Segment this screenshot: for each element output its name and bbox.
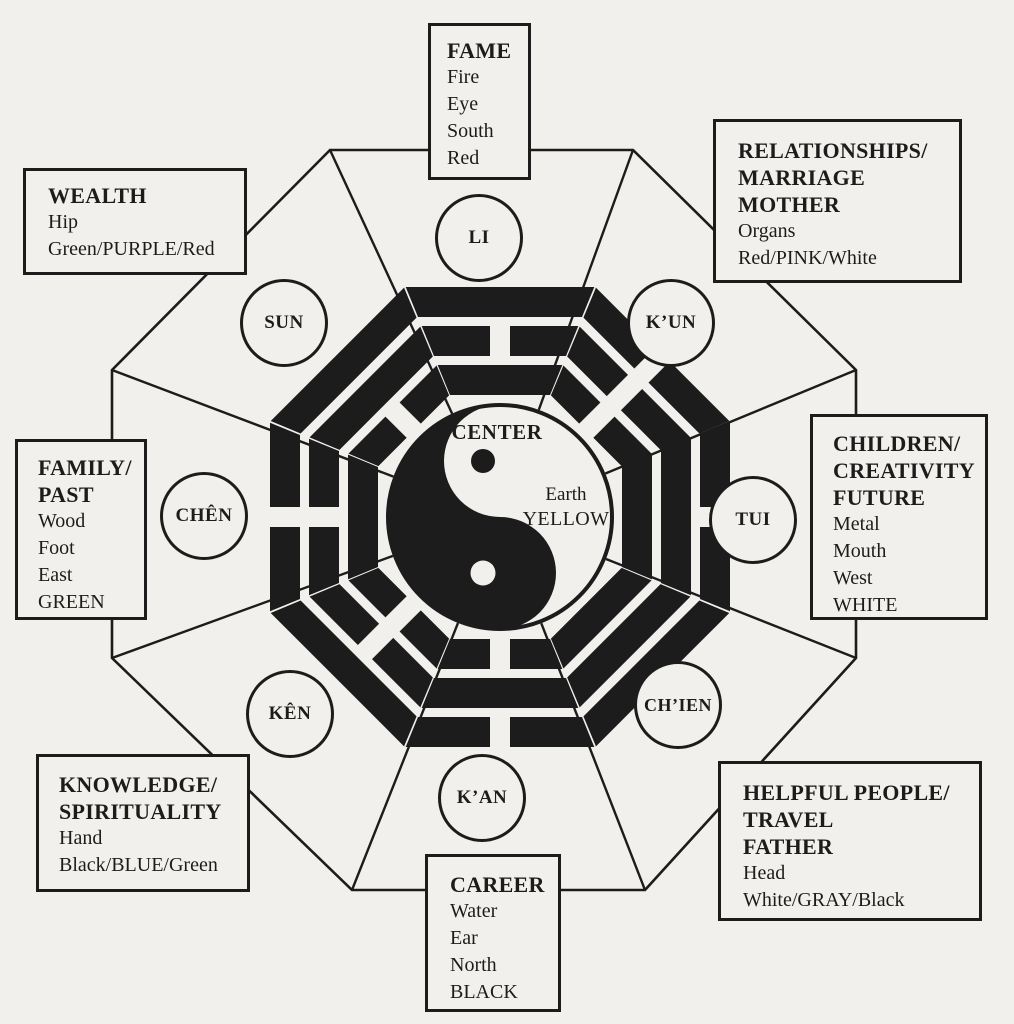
- trigram-name: LI: [468, 227, 490, 248]
- box-detail-line: BLACK: [450, 981, 518, 1003]
- sector-divider-line: [111, 554, 394, 660]
- box-family: FAMILY/ PAST Wood Foot East GREEN: [15, 439, 147, 620]
- trigram-circle-chen: CHÊN: [160, 472, 248, 560]
- box-detail-line: West: [833, 567, 873, 589]
- box-detail-line: Hip: [48, 211, 78, 233]
- yin-half: [388, 405, 556, 629]
- box-detail-line: Water: [450, 900, 498, 922]
- trigram-chên: [270, 422, 378, 612]
- yang-eye-dot: [471, 449, 495, 473]
- center-label: CENTER: [451, 420, 543, 444]
- trigram-circle-kun: K’UN: [627, 279, 715, 367]
- sector-divider-line: [604, 368, 857, 475]
- sector-divider-line: [328, 149, 454, 415]
- box-children: CHILDREN/ CREATIVITY FUTURE Metal Mouth …: [810, 414, 988, 620]
- box-title-line: MOTHER: [738, 192, 841, 217]
- trigram-name: CH’IEN: [643, 694, 712, 715]
- trigram-name: K’AN: [456, 787, 508, 808]
- trigram-chien: [550, 567, 730, 747]
- box-detail-line: Foot: [38, 537, 75, 559]
- box-helpful-people: HELPFUL PEOPLE/ TRAVEL FATHER Head White…: [718, 761, 982, 921]
- box-detail-line: Eye: [447, 93, 479, 115]
- box-career: CAREER Water Ear North BLACK: [425, 854, 561, 1012]
- box-detail-line: White/GRAY/Black: [743, 889, 905, 911]
- center-element-block: Earth YELLOW: [523, 483, 610, 531]
- trigram-name: K’UN: [645, 312, 697, 333]
- trigram-name: CHÊN: [175, 505, 233, 526]
- box-detail-line: Red/PINK/White: [738, 247, 877, 269]
- trigram-li: [405, 287, 595, 395]
- box-detail-line: Ear: [450, 927, 478, 949]
- yin-yang-symbol: [386, 403, 614, 631]
- box-detail-line: Organs: [738, 220, 796, 242]
- box-title-line: CAREER: [450, 872, 545, 897]
- trigram-circle-tui: TUI: [709, 476, 797, 564]
- center-element: Earth: [545, 484, 587, 505]
- box-title-line: FAME: [447, 38, 512, 63]
- trigram-name: KÊN: [268, 703, 312, 724]
- box-knowledge: KNOWLEDGE/ SPIRITUALITY Hand Black/BLUE/…: [36, 754, 250, 892]
- box-detail-line: GREEN: [38, 591, 105, 613]
- box-title-line: TRAVEL: [743, 807, 834, 832]
- box-detail-line: Fire: [447, 66, 480, 88]
- box-detail-line: North: [450, 954, 497, 976]
- box-fame: FAME Fire Eye South Red: [428, 23, 531, 180]
- box-detail-line: Wood: [38, 510, 86, 532]
- trigram-circle-ken: KÊN: [246, 670, 334, 758]
- box-detail-line: Black/BLUE/Green: [59, 854, 218, 876]
- box-detail-line: WHITE: [833, 594, 898, 616]
- trigram-name: TUI: [735, 509, 771, 530]
- box-title-line: FATHER: [743, 834, 834, 859]
- box-title-line: CHILDREN/: [833, 431, 961, 456]
- box-detail-line: Mouth: [833, 540, 887, 562]
- box-relationships: RELATIONSHIPS/ MARRIAGE MOTHER Organs Re…: [713, 119, 962, 283]
- trigram-tui: [622, 422, 730, 612]
- yin-eye-dot: [470, 560, 496, 586]
- box-detail-line: East: [38, 564, 73, 586]
- trigram-name: SUN: [264, 312, 304, 333]
- box-detail-line: Hand: [59, 827, 103, 849]
- sector-divider-line: [111, 368, 394, 478]
- trigram-kan: [405, 639, 595, 747]
- box-title-line: FAMILY/: [38, 455, 132, 480]
- trigram-circle-sun: SUN: [240, 279, 328, 367]
- box-detail-line: Green/PURPLE/Red: [48, 238, 215, 260]
- box-detail-line: South: [447, 120, 494, 142]
- box-wealth: WEALTH Hip Green/PURPLE/Red: [23, 168, 247, 275]
- box-title-line: HELPFUL PEOPLE/: [743, 780, 950, 805]
- trigram-circle-li: LI: [435, 194, 523, 282]
- center-color-word: YELLOW: [522, 508, 610, 530]
- trigram-circle-kan: K’AN: [438, 754, 526, 842]
- box-detail-line: Metal: [833, 513, 880, 535]
- box-title-line: PAST: [38, 482, 94, 507]
- box-title-line: KNOWLEDGE/: [59, 772, 218, 797]
- box-title-line: FUTURE: [833, 485, 926, 510]
- box-title-line: SPIRITUALITY: [59, 799, 222, 824]
- box-detail-line: Head: [743, 862, 786, 884]
- box-title-line: CREATIVITY: [833, 458, 975, 483]
- trigram-ring: [270, 287, 730, 747]
- box-detail-line: Red: [447, 147, 480, 169]
- trigram-circle-chien: CH’IEN: [634, 661, 722, 749]
- box-title-line: RELATIONSHIPS/: [738, 138, 928, 163]
- box-title-line: MARRIAGE: [738, 165, 866, 190]
- box-title-line: WEALTH: [48, 183, 147, 208]
